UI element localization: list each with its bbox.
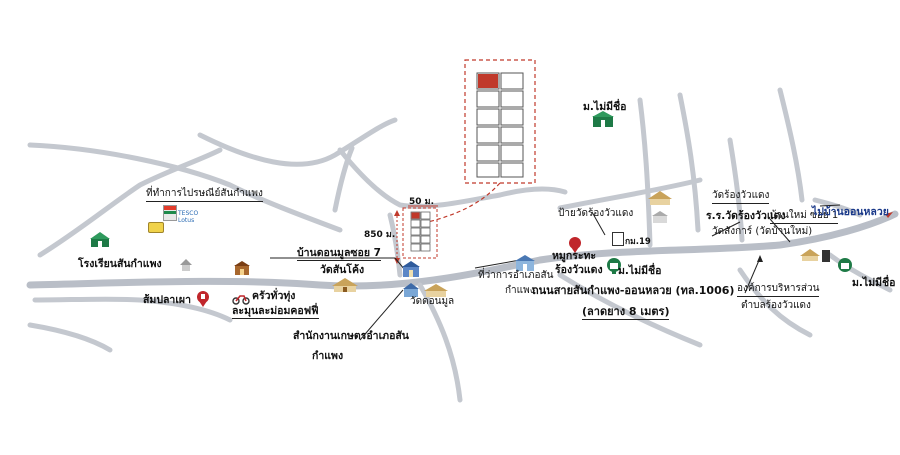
mu-kata-label: หมูกระทะ bbox=[552, 250, 597, 262]
shop-icon-3 bbox=[837, 258, 853, 278]
lamun-coffee-label: ละมุนละม่อมคอฟฟี่ bbox=[232, 305, 319, 319]
ban-don-mun-soi7-label: บ้านดอนมูลซอย 7 bbox=[297, 247, 381, 261]
wat-san-khong-label: วัดสันโค้ง bbox=[320, 264, 365, 276]
sold-plot bbox=[478, 74, 498, 88]
mu-mai-mi-chue-label-3: ม.ไม่มีชื่อ bbox=[852, 277, 896, 289]
to-on-luai-label: ไปบ้านออนหลวย bbox=[812, 206, 889, 218]
motorbike-icon bbox=[232, 290, 250, 309]
agri-office-label-2: กำแพง bbox=[312, 350, 344, 362]
restaurant-icon bbox=[234, 260, 250, 279]
agri-office-label-1: สำนักงานเกษตรอำเภอสัน bbox=[293, 330, 409, 342]
wat-sangkan-label: วัดสังการ์ (วัดบ้านใหม่) bbox=[712, 226, 813, 237]
district-office-label-2: กำแพง bbox=[505, 285, 535, 296]
road-north-east-1 bbox=[637, 97, 653, 248]
school-label: โรงเรียนสันกำแพง bbox=[78, 258, 162, 270]
post-office-icon bbox=[148, 222, 164, 233]
road-north-short bbox=[332, 145, 355, 213]
road-east-north bbox=[777, 87, 805, 203]
road-south-east bbox=[557, 272, 703, 348]
dist-850-label: 850 ม. bbox=[364, 230, 396, 240]
main-road bbox=[26, 210, 899, 290]
mu-kata-pin-icon bbox=[568, 237, 582, 257]
bus-stop-label: ป้ายวัดร้องวัวแดง bbox=[558, 208, 634, 219]
district-office-icon bbox=[515, 255, 535, 275]
agri-office-icon bbox=[403, 282, 419, 301]
road-west-branch-a bbox=[37, 147, 223, 258]
km19-label: กม.19 bbox=[625, 237, 651, 247]
school-icon-rong-wua-daeng bbox=[652, 208, 668, 227]
rong-wua-daeng-label: ร้องวัวแดง bbox=[555, 264, 603, 276]
road-width-label: (ลาดยาง 8 เมตร) bbox=[582, 305, 670, 320]
tao-office-icon bbox=[821, 247, 831, 266]
dist-50-label: 50 ม. bbox=[409, 197, 435, 207]
road-northern-arc bbox=[337, 147, 568, 209]
road-upper-east bbox=[557, 177, 703, 211]
wat-don-mun-label: วัดดอนมูล bbox=[410, 296, 455, 307]
shop-icon-1 bbox=[606, 258, 622, 278]
road-south-east-2 bbox=[737, 267, 813, 338]
roads bbox=[26, 87, 899, 403]
road-name-label: ถนนสายสันกำแพง-ออนหลวย (ทล.1006) bbox=[532, 284, 735, 297]
temple-icon-wat-san-khong bbox=[332, 277, 358, 296]
khrua-thung-label: ครัวทั่วทุ่ง bbox=[252, 290, 296, 302]
road-center-north bbox=[387, 212, 403, 278]
road-far-east-loop bbox=[812, 197, 863, 218]
house-icon bbox=[180, 256, 192, 275]
temple-icon-rong-wua-daeng bbox=[648, 190, 672, 209]
temple-icon-wat-don-mun bbox=[424, 282, 448, 301]
tao-label-1: องค์การบริหารส่วน bbox=[737, 283, 820, 297]
road-upper-west bbox=[27, 142, 343, 233]
mu-mai-mi-chue-label-2: ม.ไม่มีชื่อ bbox=[583, 101, 627, 113]
road-far-east-vertical bbox=[727, 137, 745, 243]
seven-eleven-icon bbox=[163, 205, 177, 221]
plot-inset bbox=[394, 59, 536, 264]
leaders bbox=[270, 204, 841, 341]
tesco-lotus-label: TESCO Lotus bbox=[178, 210, 199, 224]
road-west-lower bbox=[32, 296, 233, 323]
wat-rong-wua-daeng-label: วัดร้องวัวแดง bbox=[712, 190, 770, 204]
road-north-west bbox=[197, 117, 398, 167]
road-north-east-2 bbox=[677, 92, 701, 233]
tao-label-2: ตำบลร้องวัวแดง bbox=[741, 300, 811, 311]
som-pla-pao-label: ส้มปลาเผา bbox=[143, 294, 191, 306]
road-southwest bbox=[27, 322, 113, 353]
mu-mai-mi-chue-label-1: ม.ไม่มีชื่อ bbox=[618, 265, 662, 277]
ban-mai-soi-label: บ้านใหม่ ซอย 1 bbox=[770, 210, 839, 224]
post-office-label: ที่ทำการไปรษณีย์สันกำแพง bbox=[146, 188, 263, 202]
km-marker-icon bbox=[612, 232, 624, 246]
rong-wua-daeng-school-label: ร.ร.วัดร้องวัวแดง bbox=[706, 210, 786, 222]
shop-icon-2 bbox=[592, 111, 614, 131]
food-pin-icon bbox=[196, 291, 210, 311]
road-far-east-south bbox=[827, 252, 893, 293]
district-office-label-1: ที่ว่าการอำเภอสัน bbox=[478, 270, 554, 281]
temple-icon-wat-sangkan bbox=[800, 246, 820, 265]
house-icon-soi7 bbox=[402, 261, 420, 281]
school-icon bbox=[90, 232, 110, 252]
